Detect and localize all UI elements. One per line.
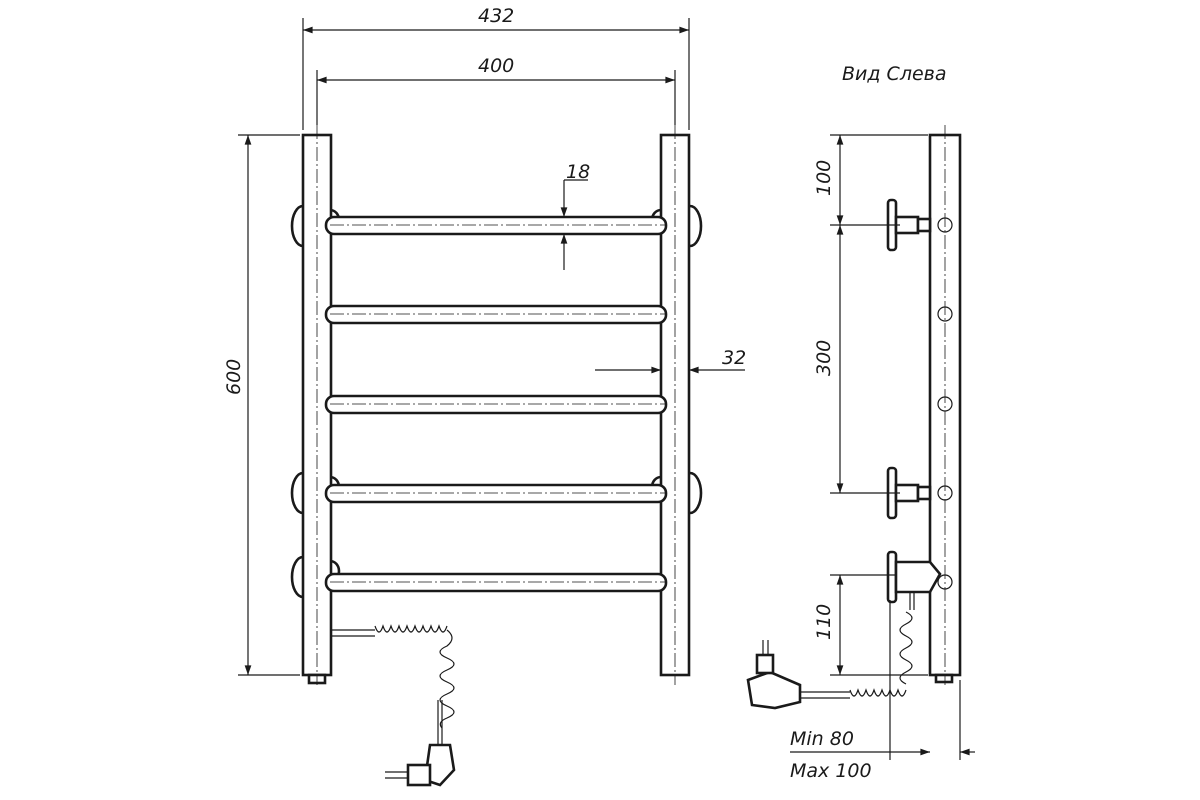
dim-axis-width: 400 [478, 55, 514, 77]
dim-mount-spacing: 300 [813, 340, 835, 376]
dim-top-offset: 100 [813, 160, 835, 196]
dim-overall-width: 432 [478, 5, 514, 27]
dim-bottom-offset: 110 [813, 604, 835, 640]
side-dimensions: 100 300 110 Min 80 Max 100 [790, 134, 975, 782]
side-heater-connector [886, 550, 942, 610]
view-title: Вид Слева [842, 63, 947, 85]
dim-rung-diameter: 18 [566, 161, 590, 183]
rungs [324, 215, 668, 593]
dim-wall-max: Max 100 [790, 760, 872, 782]
side-view: Вид Слева [746, 63, 975, 782]
front-view: 432 400 600 18 32 [223, 5, 746, 787]
dim-post-diameter: 32 [722, 347, 746, 369]
dim-wall-min: Min 80 [790, 728, 854, 750]
front-dimensions: 432 400 600 18 32 [223, 5, 746, 676]
front-power-cable [331, 624, 456, 787]
dim-height: 600 [223, 359, 245, 395]
side-power-cable [746, 611, 913, 710]
side-rung-ends [937, 217, 953, 590]
